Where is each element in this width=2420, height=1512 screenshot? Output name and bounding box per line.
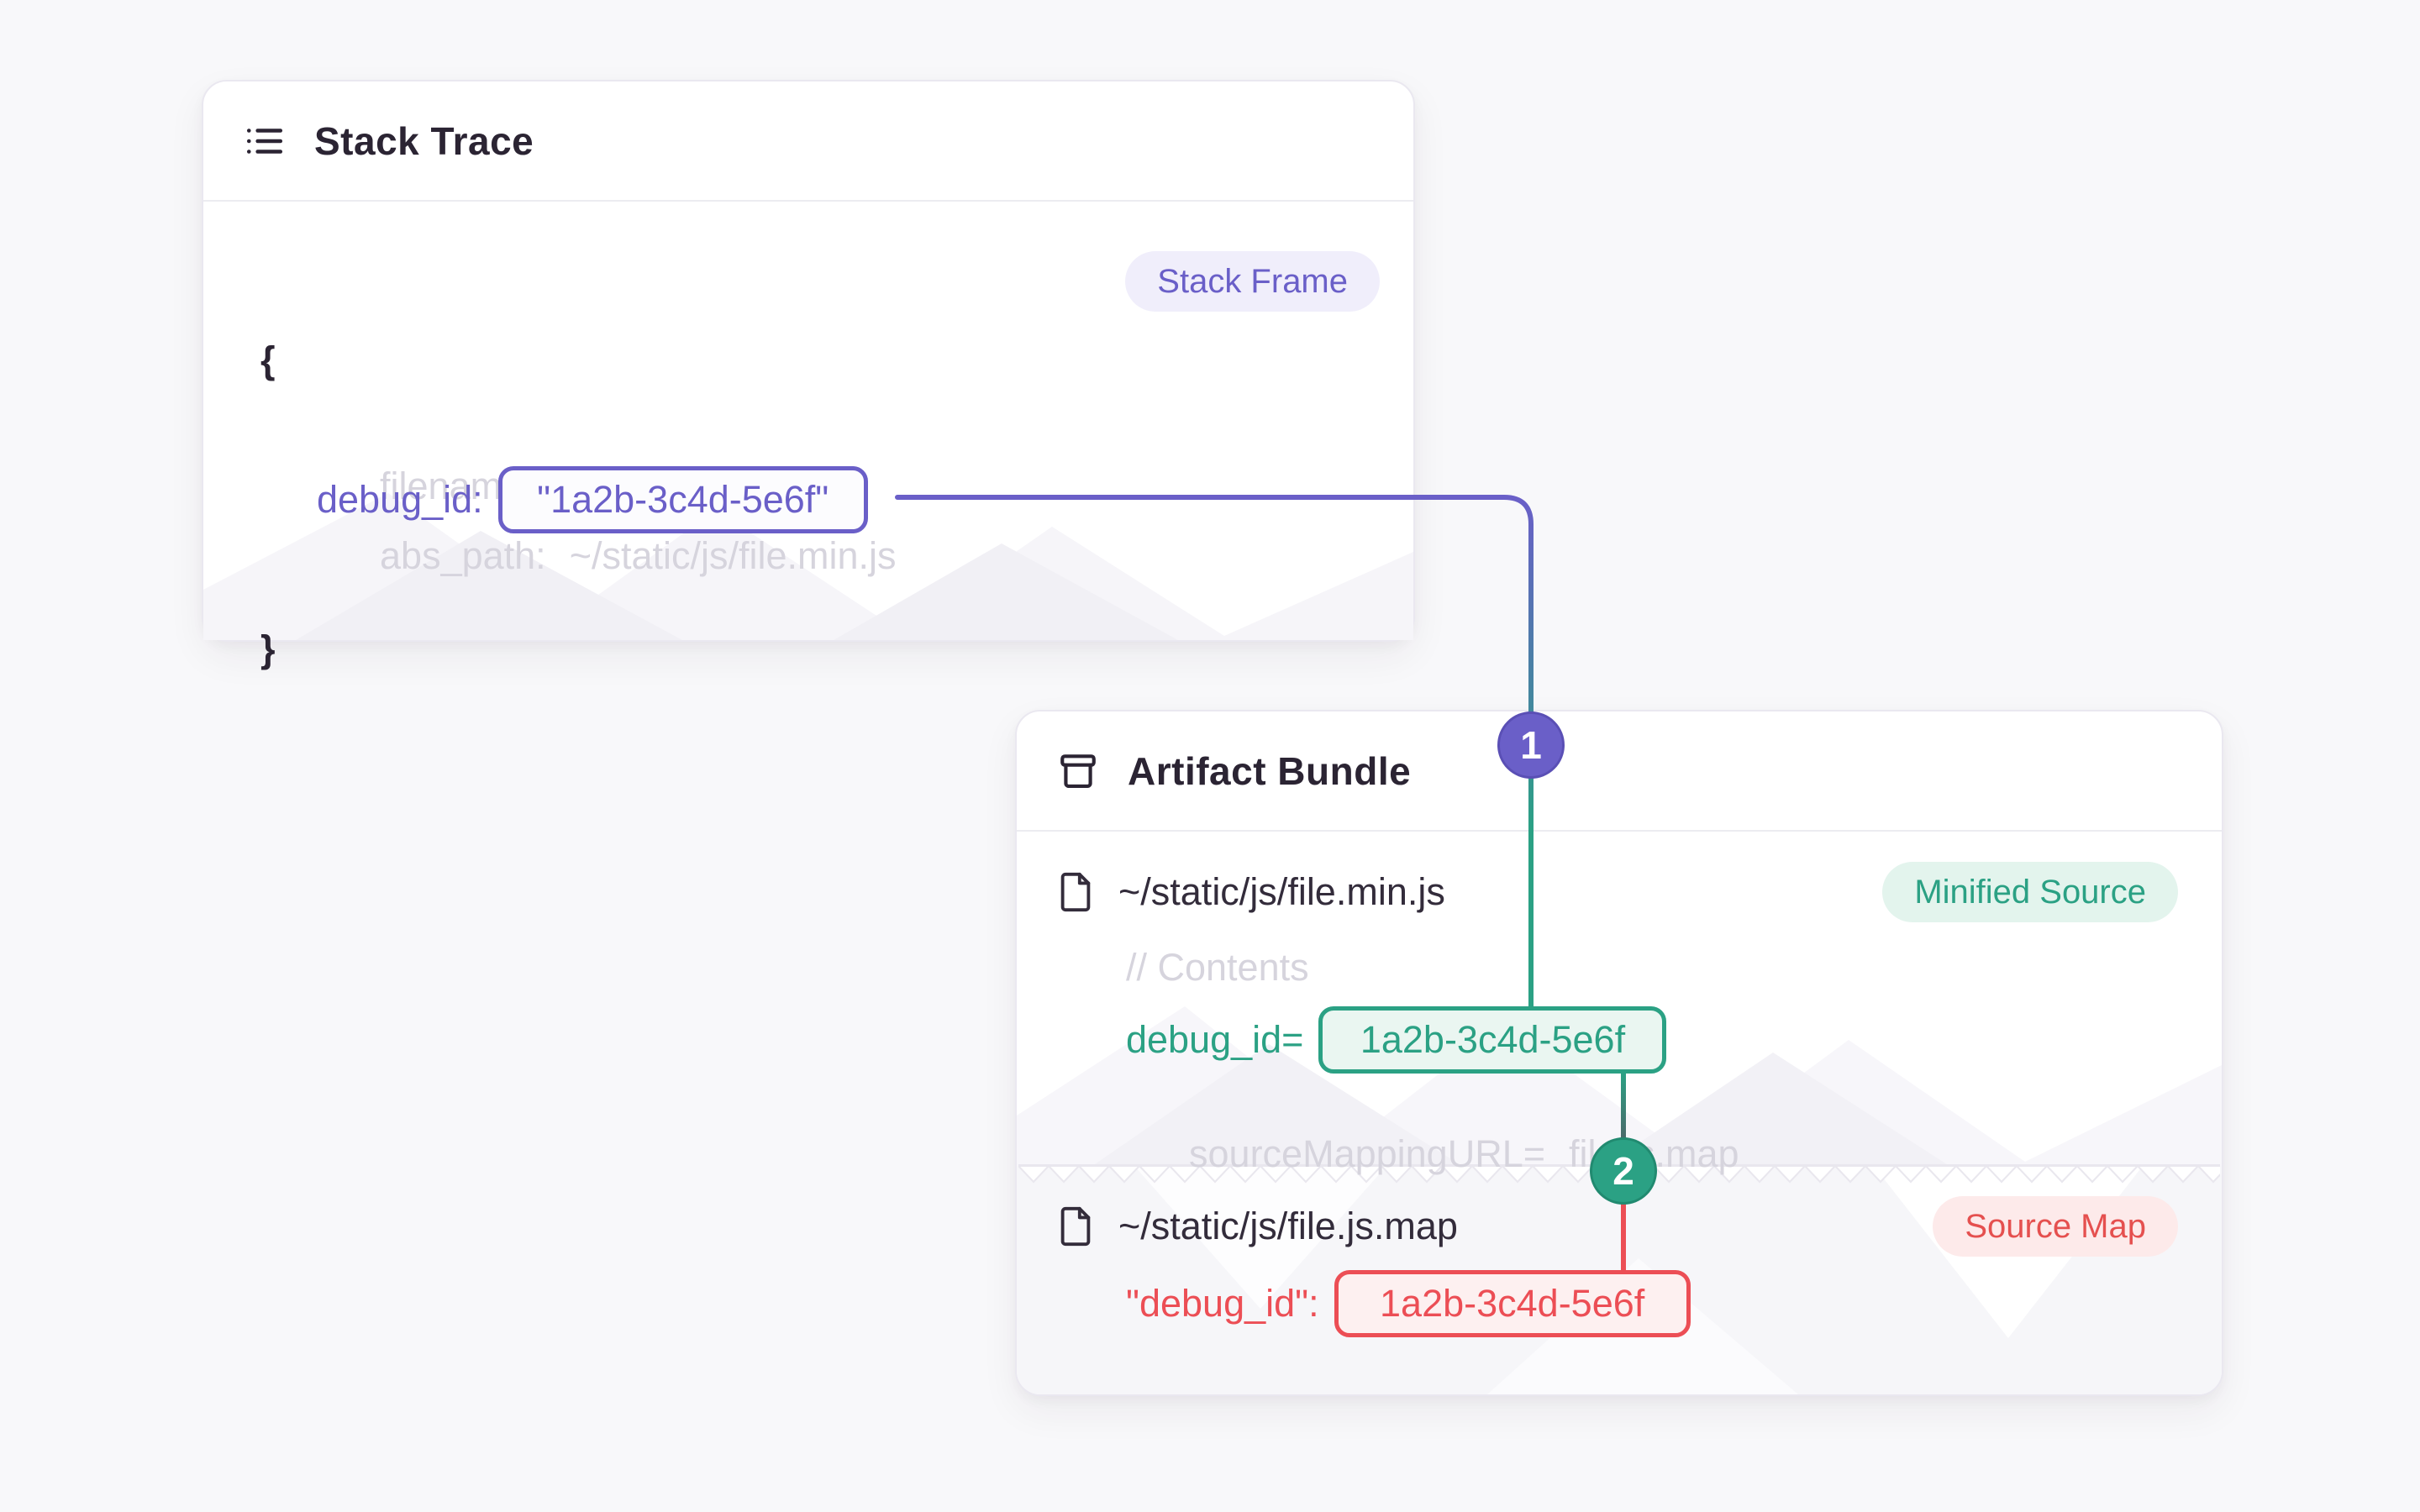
debug-id-row: debug_id: "1a2b-3c4d-5e6f"	[317, 466, 868, 533]
minified-source-badge: Minified Source	[1882, 862, 2178, 922]
source-map-file-path: ~/static/js/file.js.map	[1118, 1205, 1458, 1247]
bundle-debug-id-value-box: 1a2b-3c4d-5e6f	[1318, 1006, 1667, 1074]
step-badge-2: 2	[1590, 1137, 1657, 1205]
file-icon	[1056, 871, 1095, 913]
source-mapping-label: sourceMappingURL=	[1189, 1132, 1545, 1175]
abs-path-value: ~/static/js/file.min.js	[569, 534, 897, 577]
abs-path-row: abs_path: ~/static/js/file.min.js	[317, 488, 897, 624]
map-debug-id-value-box: 1a2b-3c4d-5e6f	[1334, 1270, 1691, 1337]
debug-id-label: debug_id:	[317, 478, 483, 521]
artifact-bundle-header: Artifact Bundle	[1017, 711, 2222, 832]
bundle-debug-id-row: debug_id= 1a2b-3c4d-5e6f	[1126, 1006, 1667, 1074]
archive-box-icon	[1057, 750, 1099, 792]
artifact-bundle-card: Artifact Bundle ~/static/js/file.min.js …	[1015, 710, 2223, 1396]
source-map-badge: Source Map	[1933, 1196, 2178, 1257]
source-map-file-row: ~/static/js/file.js.map	[1056, 1196, 1458, 1257]
step-badge-1: 1	[1497, 711, 1565, 779]
stack-trace-header: Stack Trace	[203, 81, 1413, 202]
minified-file-path: ~/static/js/file.min.js	[1118, 870, 1445, 913]
stack-frame-badge: Stack Frame	[1125, 251, 1380, 312]
map-debug-id-row: "debug_id": 1a2b-3c4d-5e6f	[1126, 1270, 1691, 1337]
abs-path-label: abs_path:	[380, 534, 546, 577]
close-brace: }	[260, 627, 276, 670]
file-icon	[1056, 1205, 1095, 1247]
stack-trace-title: Stack Trace	[314, 118, 534, 163]
map-debug-id-label: "debug_id":	[1126, 1282, 1319, 1325]
minified-file-row: ~/static/js/file.min.js	[1056, 862, 1445, 922]
contents-comment: // Contents	[1126, 946, 1309, 989]
artifact-bundle-title: Artifact Bundle	[1128, 748, 1412, 793]
list-icon	[244, 120, 286, 162]
open-brace: {	[260, 339, 276, 381]
stack-trace-card: Stack Trace Stack Frame { filename:stati…	[202, 80, 1415, 670]
debug-id-value-box: "1a2b-3c4d-5e6f"	[497, 466, 868, 533]
bundle-debug-id-label: debug_id=	[1126, 1018, 1304, 1061]
